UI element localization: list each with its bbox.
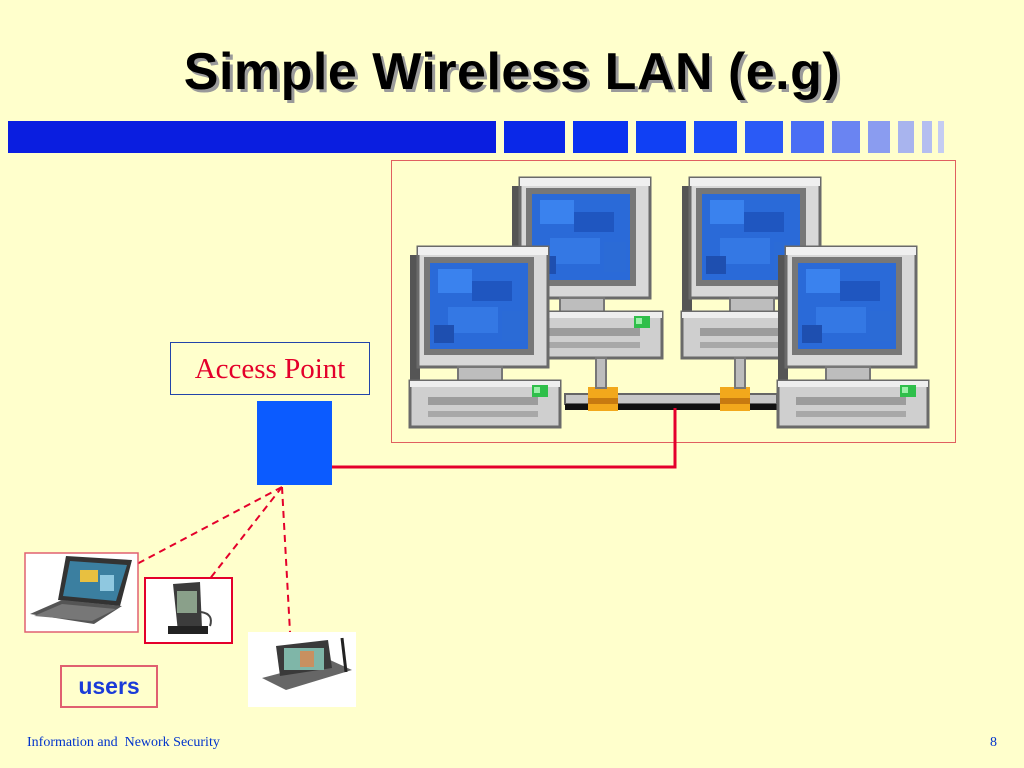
footer-text: Information and Nework Security [27,735,220,750]
title-bar-segment [573,121,628,153]
access-point-label: Access Point [170,342,370,395]
users-label: users [60,665,158,708]
lan-bus-cable [564,357,778,411]
title-bar-segment [8,121,496,153]
title-bar-segment [898,121,914,153]
wireless-links [134,486,291,633]
laptop-icon [24,552,139,633]
title-bar-segment [694,121,737,153]
title-bar-segment [745,121,783,153]
slide-title: Simple Wireless LAN (e.g) [183,43,841,101]
title-bar-segment [938,121,944,153]
wired-link [332,408,677,469]
access-point-device [257,401,332,485]
page-number: 8 [990,735,997,750]
desktop-computer-icon [776,245,930,429]
title-bar-segment [832,121,860,153]
desktop-computer-icon [408,245,562,429]
title-bar-segment [868,121,890,153]
title-bar-segment [791,121,824,153]
pda-icon [144,577,233,644]
title-bar-segment [636,121,686,153]
title-bar-segment [504,121,565,153]
handheld-communicator-icon [248,632,356,707]
title-bar-segment [922,121,932,153]
